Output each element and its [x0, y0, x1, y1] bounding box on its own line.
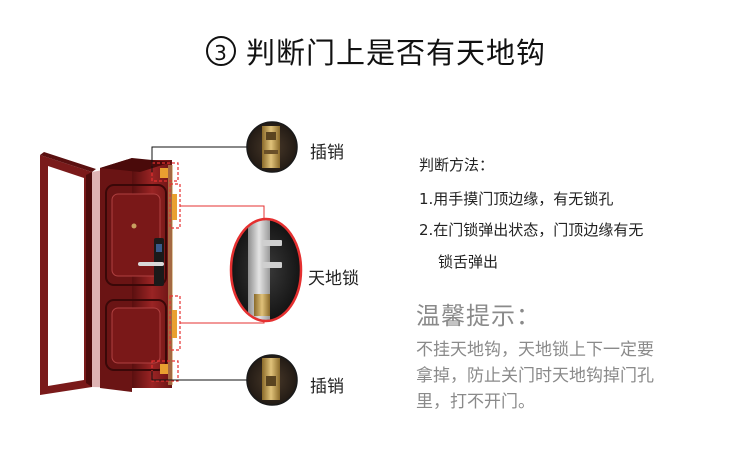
- tip-line: 拿掉，防止关门时天地钩掉门孔: [416, 366, 654, 386]
- bottom-latch-label: 插销: [310, 377, 344, 397]
- middle-lock-closeup: [229, 217, 303, 323]
- middle-lock-label: 天地锁: [308, 269, 359, 289]
- lower-lock-marker: [172, 310, 177, 338]
- tip-body: 不挂天地钩，天地锁上下一定要 拿掉，防止关门时天地钩掉门孔 里，打不开门。: [416, 337, 716, 415]
- method-step-2: 2.在门锁弹出状态，门顶边缘有无: [419, 221, 644, 239]
- page-title-text: 判断门上是否有天地钩: [245, 36, 546, 70]
- tip-title: 温馨提示：: [416, 302, 541, 330]
- method-step-1: 1.用手摸门顶边缘，有无锁孔: [419, 190, 614, 208]
- door-leaf: [100, 158, 173, 392]
- top-latch-marker: [160, 168, 168, 178]
- tip-line: 不挂天地钩，天地锁上下一定要: [416, 340, 654, 360]
- top-latch-label: 插销: [310, 143, 344, 163]
- method-title: 判断方法：: [419, 156, 495, 174]
- method-step-2-continued: 锁舌弹出: [438, 253, 499, 271]
- tip-line: 里，打不开门。: [416, 392, 535, 412]
- bottom-latch-marker: [160, 364, 168, 374]
- bottom-latch-closeup: [246, 354, 298, 406]
- top-latch-closeup: [246, 121, 298, 173]
- step-number-badge: 3: [205, 36, 236, 66]
- upper-lock-marker: [172, 194, 177, 220]
- page-title: 3 判断门上是否有天地钩: [0, 30, 752, 72]
